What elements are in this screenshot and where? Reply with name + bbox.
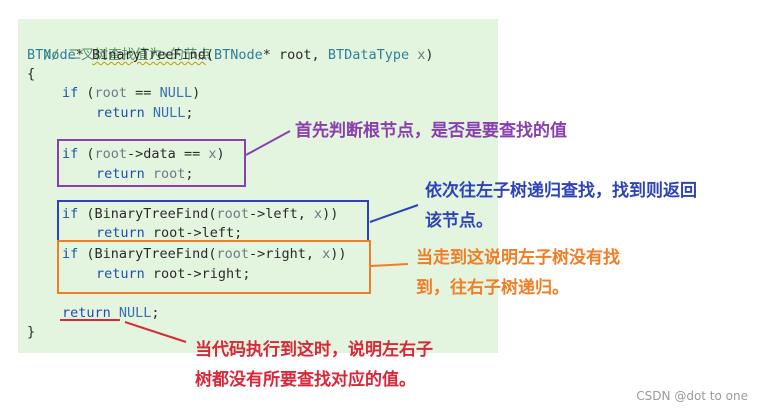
token: ( (78, 85, 95, 101)
token-x: x (314, 206, 323, 222)
code-line-return-root: return root; (96, 164, 194, 184)
code-line-brace-open: { (27, 64, 35, 84)
pointer-line-purple (245, 130, 291, 156)
token: ; (151, 305, 160, 321)
watermark: CSDN @dot to one (636, 389, 748, 403)
token: ( (208, 206, 217, 222)
keyword-if: if (62, 246, 79, 262)
brace-open: { (27, 66, 36, 82)
token-function: BinaryTreeFind (94, 246, 209, 262)
token: )) (322, 206, 339, 222)
token-root: root (94, 85, 128, 101)
pointer-line-red (124, 321, 187, 343)
note-not-found-line2: 树都没有所要查找对应的值。 (195, 370, 416, 390)
code-line-signature: BTNode* BinaryTreeFind(BTNode* root, BTD… (27, 45, 434, 65)
keyword-return: return (96, 105, 145, 121)
note-not-found: 当代码执行到这时，说明左右子 树都没有所要查找对应的值。 (195, 335, 433, 395)
function-name: BinaryTreeFind (92, 47, 206, 63)
note-left-recursion-line1: 依次往左子树递归查找，找到则返回 (425, 181, 697, 201)
param-root: root (279, 47, 312, 63)
token-null: NULL (144, 105, 186, 121)
token: ->data == (127, 146, 209, 162)
token: ->left, (248, 206, 315, 222)
code-line-if-null: if (root == NULL) (62, 83, 200, 103)
code-comment: // 二叉树查找值为x的节点 (43, 47, 211, 63)
token-root: root (94, 146, 128, 162)
note-root-check: 首先判断根节点，是否是要查找的值 (295, 121, 567, 141)
paren-open: ( (205, 47, 214, 63)
keyword-return: return (96, 166, 145, 182)
token: root->right; (144, 266, 251, 282)
note-not-found-line1: 当代码执行到这时，说明左右子 (195, 340, 433, 360)
token-function: BinaryTreeFind (94, 206, 209, 222)
token: ; (185, 105, 194, 121)
token: root->left; (144, 225, 243, 241)
code-line-if-data: if (root->data == x) (62, 144, 225, 164)
brace-close: } (27, 324, 36, 340)
param-comma: , (311, 47, 328, 63)
code-line-if-right: if (BinaryTreeFind(root->right, x)) (62, 244, 347, 264)
token: ( (78, 146, 95, 162)
token-null: NULL (110, 305, 152, 321)
highlight-box-right-recursion (57, 240, 371, 294)
note-right-recursion: 当走到这说明左子树没有找 到，往右子树递归。 (416, 243, 620, 303)
token: ) (192, 85, 201, 101)
token: ( (78, 246, 95, 262)
token-x: x (208, 146, 217, 162)
code-line-if-left: if (BinaryTreeFind(root->left, x)) (62, 204, 338, 224)
token: ( (78, 206, 95, 222)
keyword-if: if (62, 85, 79, 101)
code-line-return-left: return root->left; (96, 223, 242, 243)
token-x: x (322, 246, 331, 262)
param-type-1: BTNode (213, 47, 263, 63)
code-line-return-null-1: return NULL; (96, 103, 194, 123)
return-type: BTNode (27, 47, 76, 63)
token: == (127, 85, 160, 101)
token: ( (208, 246, 217, 262)
pointer-line-orange (370, 263, 409, 267)
token-root: root (144, 166, 186, 182)
token: ->right, (248, 246, 323, 262)
param-star: * (262, 47, 280, 63)
highlight-box-root-check (57, 139, 246, 187)
param-type-2: BTDataType (327, 47, 410, 63)
token-null: NULL (159, 85, 193, 101)
token-root: root (216, 246, 249, 262)
token: ) (216, 146, 225, 162)
note-left-recursion-line2: 该节点。 (425, 211, 493, 231)
paren-close: ) (425, 47, 434, 63)
token: )) (330, 246, 347, 262)
code-line-return-right: return root->right; (96, 264, 250, 284)
token: ; (185, 166, 194, 182)
note-left-recursion: 依次往左子树递归查找，找到则返回 该节点。 (425, 176, 697, 236)
note-right-recursion-line2: 到，往右子树递归。 (416, 278, 569, 298)
keyword-return: return (96, 225, 145, 241)
code-line-return-null-2: return NULL; (62, 303, 160, 323)
keyword-if: if (62, 206, 79, 222)
token-root: root (216, 206, 249, 222)
code-line-comment: // 二叉树查找值为x的节点 (27, 25, 211, 63)
pointer-line-blue (369, 204, 419, 223)
pointer-star: * (75, 47, 93, 63)
keyword-if: if (62, 146, 79, 162)
keyword-return: return (96, 266, 145, 282)
param-x: x (417, 47, 426, 63)
note-right-recursion-line1: 当走到这说明左子树没有找 (416, 248, 620, 268)
keyword-return: return (62, 305, 111, 321)
code-line-brace-close: } (27, 322, 35, 342)
